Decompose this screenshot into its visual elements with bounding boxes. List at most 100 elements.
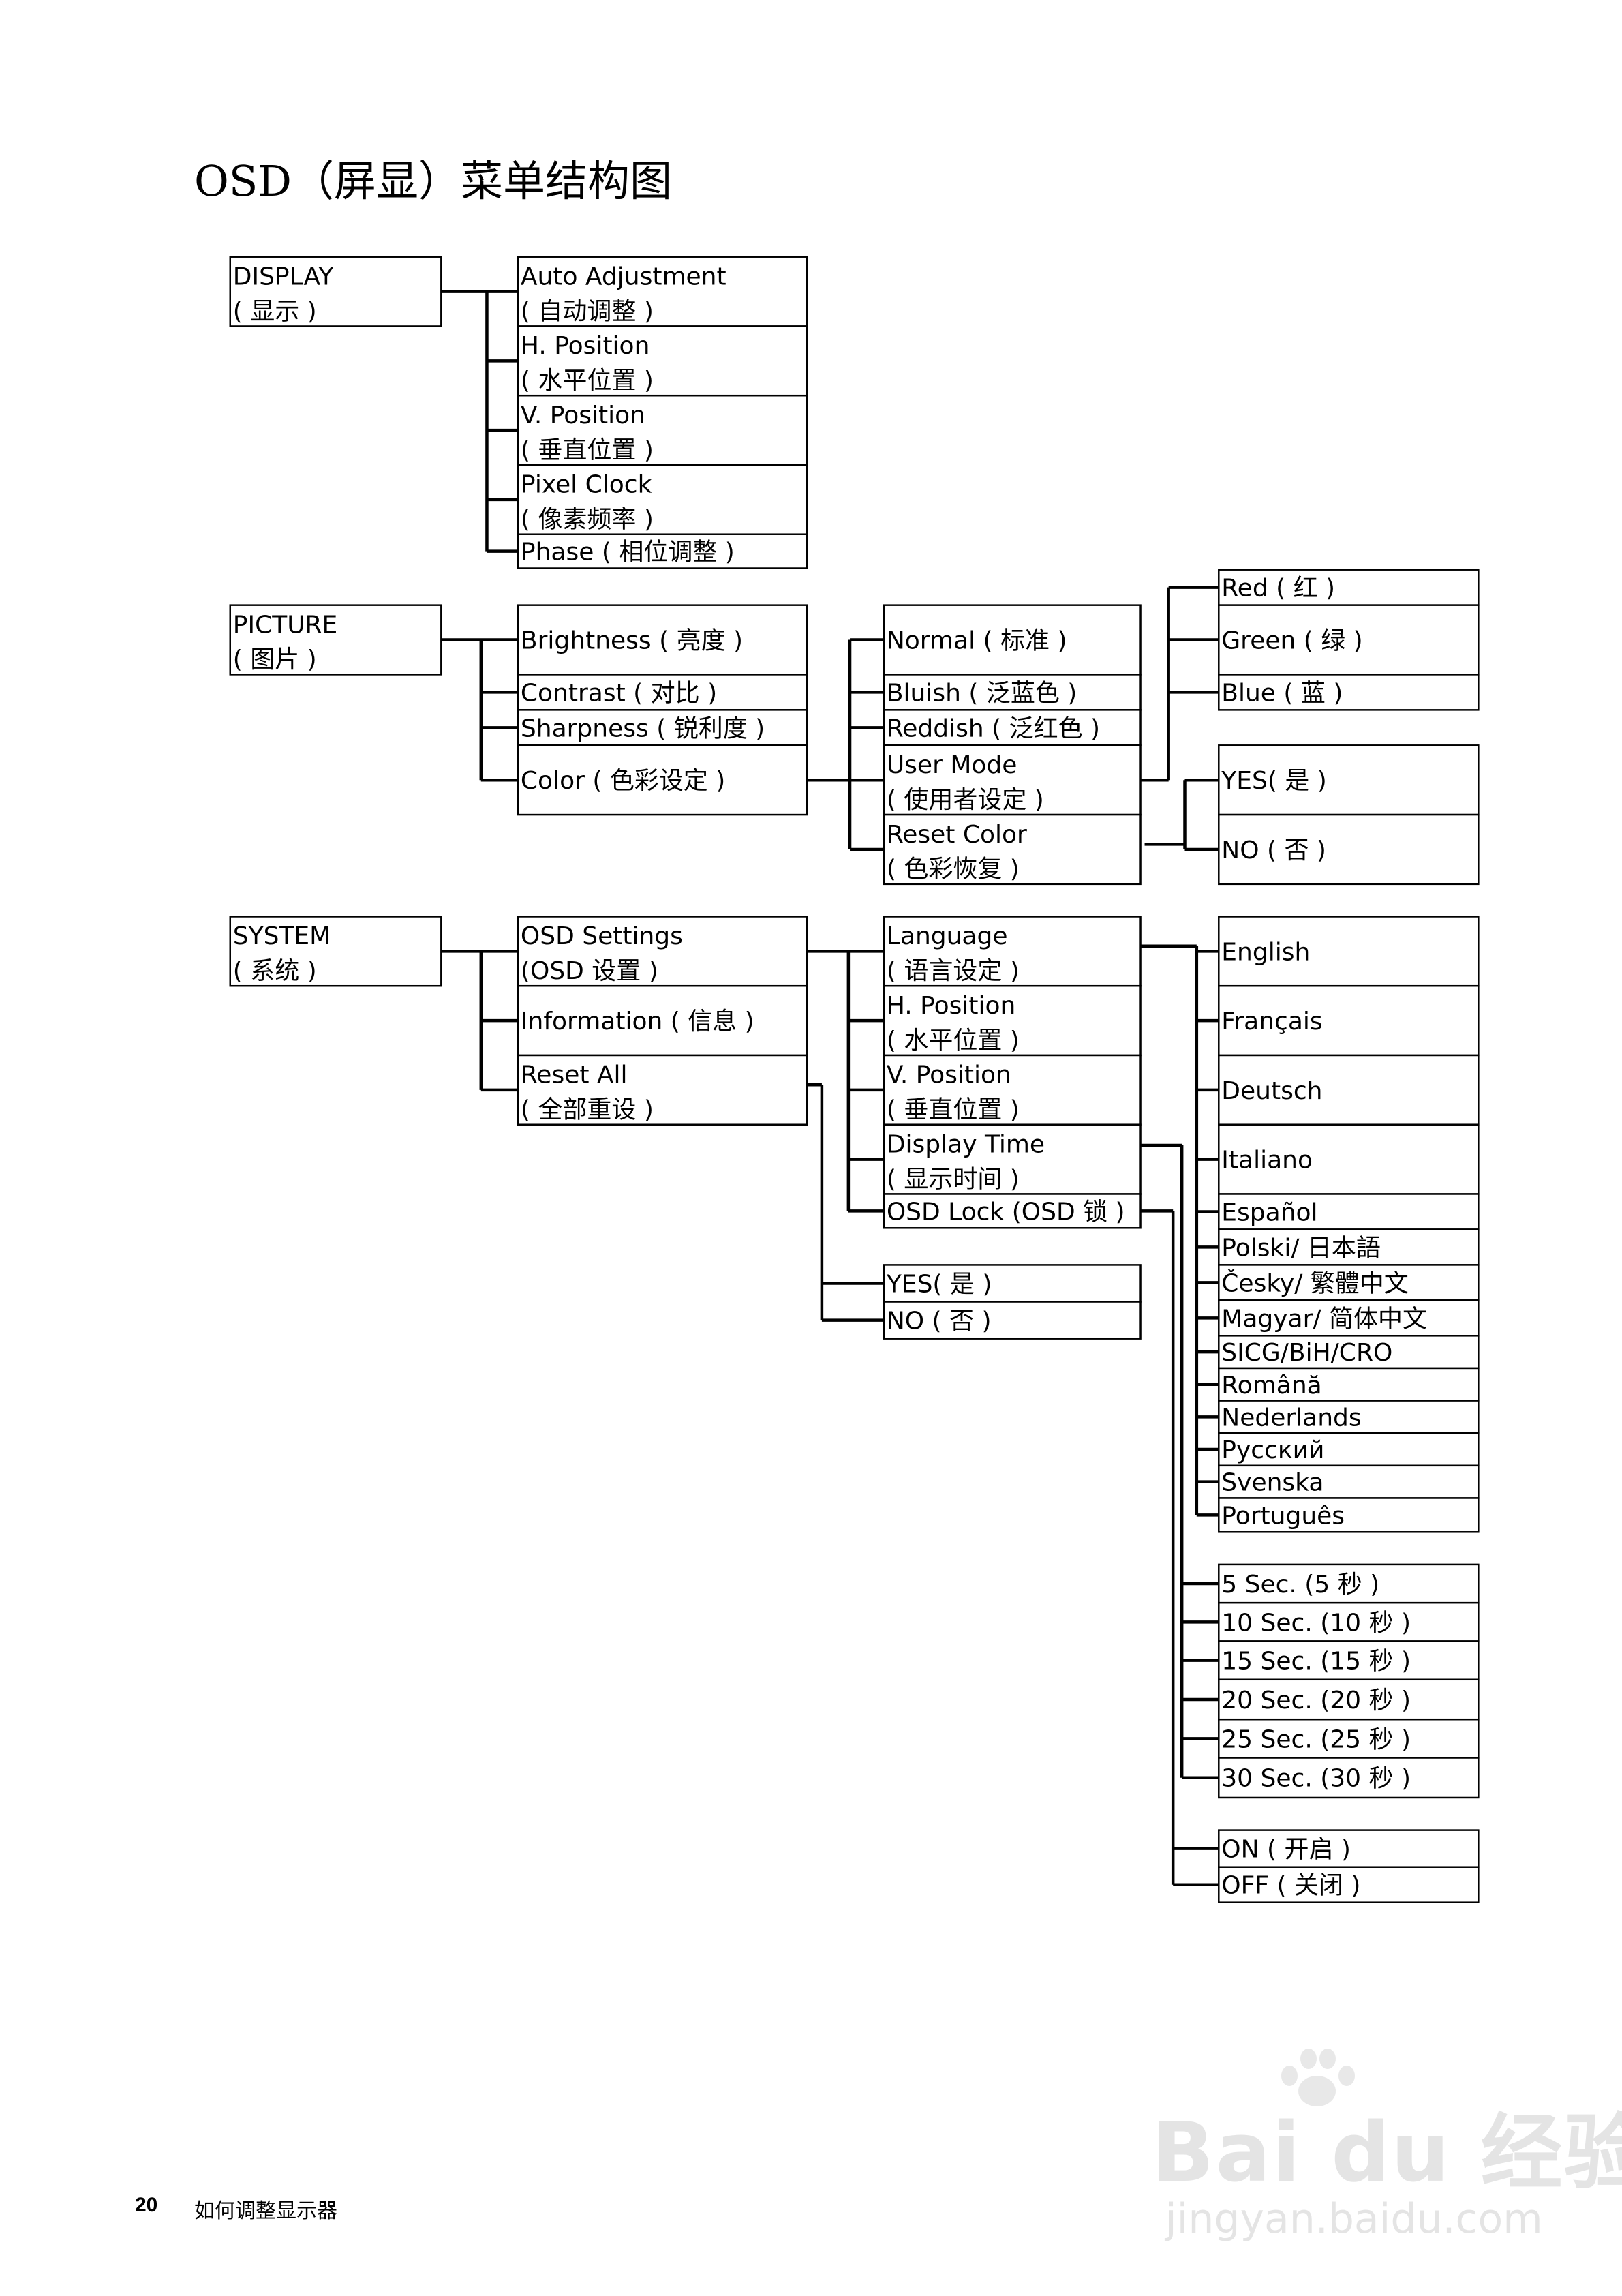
menu-box-lang-portugues: Português [1218,1497,1480,1533]
menu-box-label: ( 使用者设定 ) [887,786,1044,814]
menu-box-label: Green ( 绿 ) [1221,627,1362,655]
menu-box-lang-francais: Français [1218,984,1480,1057]
menu-box-display-h-position: H. Position( 水平位置 ) [517,325,808,397]
menu-box-label: Phase ( 相位调整 ) [521,539,735,567]
menu-box-label: Auto Adjustment [521,262,726,290]
menu-box-time-5: 5 Sec. (5 秒 ) [1218,1563,1480,1604]
menu-box-frame [517,1054,808,1126]
page-number: 20 [135,2194,158,2216]
menu-box-label: Svenska [1221,1469,1323,1497]
page-title: OSD（屏显）菜单结构图 [194,156,673,206]
menu-box-label: Pixel Clock [521,471,652,499]
menu-box-blue: Blue ( 蓝 ) [1218,674,1480,711]
menu-box-frame [883,604,1142,676]
menu-box-lang-nederlands: Nederlands [1218,1400,1480,1434]
menu-box-label: YES( 是 ) [1221,767,1327,795]
menu-box-label: SYSTEM [233,922,331,950]
menu-box-frame [1218,984,1480,1057]
menu-box-lang-italiano: Italiano [1218,1123,1480,1195]
connector-color [807,638,884,851]
menu-box-lang-polski: Polski/ 日本語 [1218,1228,1480,1266]
menu-box-display-v-position: V. Position( 垂直位置 ) [517,394,808,466]
menu-box-label: Italiano [1221,1147,1313,1175]
watermark-brand: Bai du 经验 [1152,2106,1622,2201]
menu-box-frame [883,674,1142,711]
menu-box-picture: PICTURE( 图片 ) [229,604,442,676]
menu-box-frame [883,709,1142,746]
menu-box-frame [1218,1601,1480,1642]
menu-box-color: Color ( 色彩设定 ) [517,744,808,816]
menu-box-label: Contrast ( 对比 ) [521,679,717,707]
menu-box-osd-settings: OSD Settings (OSD 设置 ) [517,916,808,987]
menu-box-label: Română [1221,1372,1321,1400]
menu-box-label: Deutsch [1221,1077,1322,1105]
menu-box-reset-color: Reset Color ( 色彩恢复 ) [883,813,1142,886]
paw-logo-icon [1274,2045,1356,2106]
menu-box-label: Sharpness ( 锐利度 ) [521,714,765,742]
menu-box-frame [229,604,442,676]
connector-user-mode [1140,586,1219,782]
menu-box-label: ( 像素频率 ) [521,506,654,534]
menu-box-label: Português [1221,1502,1345,1530]
menu-box-frame [1218,813,1480,886]
menu-box-frame [1218,1123,1480,1195]
menu-box-label: ( 垂直位置 ) [887,1096,1020,1124]
menu-box-frame [883,813,1142,886]
menu-box-label: Česky/ 繁體中文 [1221,1269,1408,1297]
menu-box-label: (OSD 设置 ) [521,957,658,985]
menu-box-label: OSD Lock (OSD 锁 ) [887,1198,1125,1226]
menu-box-frame [1218,674,1480,711]
menu-box-label: Normal ( 标准 ) [887,627,1067,655]
menu-box-label: 10 Sec. (10 秒 ) [1221,1609,1411,1637]
connector-display [441,290,518,553]
menu-box-frame [883,1193,1142,1229]
menu-box-label: SICG/BiH/CRO [1221,1339,1392,1367]
menu-box-label: ( 色彩恢复 ) [887,856,1020,883]
menu-box-osd-lock: OSD Lock (OSD 锁 ) [883,1193,1142,1229]
menu-box-frame [883,1301,1142,1340]
menu-box-osd-v-position: V. Position( 垂直位置 ) [883,1054,1142,1126]
menu-box-frame [517,916,808,987]
menu-box-frame [1218,1400,1480,1434]
menu-box-frame [1218,1228,1480,1266]
menu-box-label: OFF ( 关闭 ) [1221,1872,1360,1900]
menu-box-label: ( 系统 ) [233,957,317,985]
menu-box-frame [1218,1367,1480,1402]
menu-box-label: Reset Color [887,821,1027,849]
menu-box-frame [1218,1299,1480,1337]
connector-lines [441,290,1219,1886]
menu-box-frame [1218,1264,1480,1301]
menu-box-label: Bluish ( 泛蓝色 ) [887,679,1077,707]
menu-box-label: 30 Sec. (30 秒 ) [1221,1765,1411,1793]
menu-box-contrast: Contrast ( 对比 ) [517,674,808,711]
menu-box-frame [517,744,808,816]
menu-box-label: DISPLAY [233,262,335,290]
menu-box-phase: Phase ( 相位调整 ) [517,533,808,569]
menu-box-label: Reddish ( 泛红色 ) [887,714,1100,742]
menu-box-label: ( 图片 ) [233,646,317,674]
menu-box-label: User Mode [887,751,1017,779]
footer-chapter-title: 如何调整显示器 [194,2199,337,2223]
menu-box-lang-espanol: Español [1218,1193,1480,1230]
menu-box-label: 5 Sec. (5 秒 ) [1221,1571,1379,1599]
menu-boxes: DISPLAY( 显示 )PICTURE( 图片 )SYSTEM( 系统 )Au… [229,256,1480,1903]
menu-box-label: OSD Settings [521,922,683,950]
menu-box-frame [1218,604,1480,676]
menu-box-reset-all: Reset All( 全部重设 ) [517,1054,808,1126]
menu-box-frame [1218,1757,1480,1799]
menu-box-user-mode: User Mode ( 使用者设定 ) [883,744,1142,816]
menu-box-lock-on: ON ( 开启 ) [1218,1829,1480,1868]
menu-box-frame [517,984,808,1057]
menu-box-lang-sicg: SICG/BiH/CRO [1218,1335,1480,1370]
menu-box-frame [1218,1640,1480,1681]
menu-box-label: 20 Sec. (20 秒 ) [1221,1687,1411,1715]
menu-box-lock-off: OFF ( 关闭 ) [1218,1866,1480,1903]
connector-display-time [1140,1143,1219,1779]
menu-box-label: Magyar/ 简体中文 [1221,1305,1427,1333]
menu-box-time-15: 15 Sec. (15 秒 ) [1218,1640,1480,1681]
menu-box-language: Language( 语言设定 ) [883,916,1142,987]
menu-box-lang-svenska: Svenska [1218,1464,1480,1499]
menu-box-lang-deutsch: Deutsch [1218,1054,1480,1126]
watermark-url: jingyan.baidu.com [1165,2195,1543,2243]
